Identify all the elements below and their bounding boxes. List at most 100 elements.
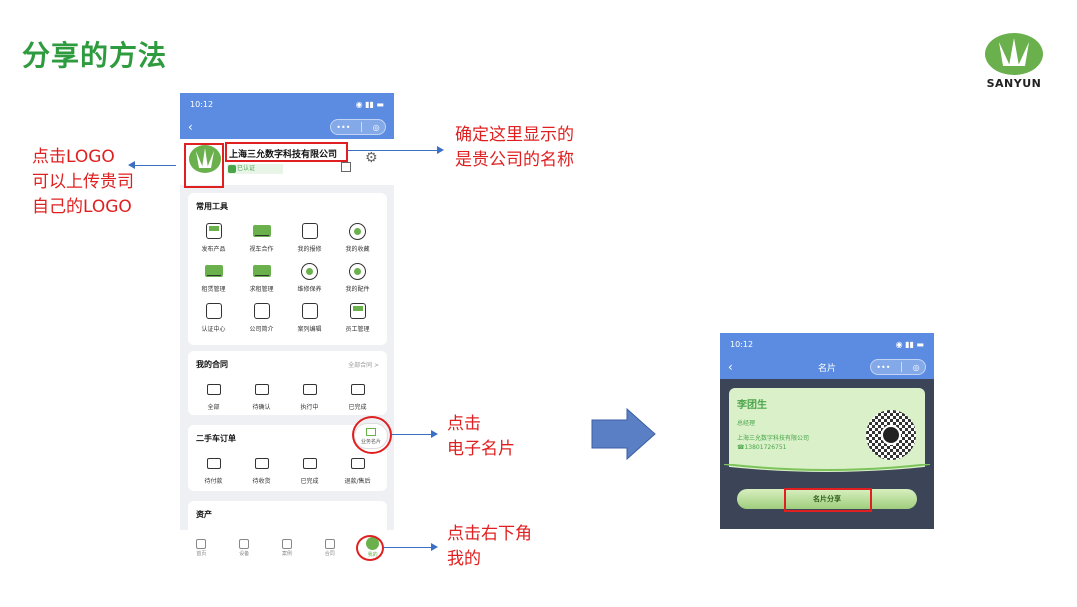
contract-label: 全部 <box>207 404 220 411</box>
tool-rent-request[interactable]: 求租管理 <box>239 261 284 293</box>
miniapp-capsule[interactable]: ••• ◎ <box>330 119 386 135</box>
annotation-company: 确定这里显示的 是贵公司的名称 <box>455 123 574 173</box>
assets-title: 资产 <box>196 510 212 519</box>
contract-label: 执行中 <box>300 404 319 411</box>
company-name: 上海三允数字科技有限公司 <box>229 150 338 160</box>
order-to-receive[interactable]: 待收货 <box>239 453 284 485</box>
order-done[interactable]: 已完成 <box>287 453 332 485</box>
back-icon[interactable]: ‹ <box>728 360 733 374</box>
back-icon[interactable]: ‹ <box>188 120 193 134</box>
tool-rental[interactable]: 租赁管理 <box>191 261 236 293</box>
annotation-line: 是贵公司的名称 <box>455 150 574 170</box>
miniapp-logo-icon <box>881 425 901 445</box>
brand-name: SANYUN <box>986 77 1042 90</box>
more-icon[interactable]: ••• <box>336 122 351 132</box>
nav-bar: ‹ 名片 •••◎ <box>720 355 934 379</box>
close-capsule-icon[interactable]: ◎ <box>912 362 920 372</box>
contracts-title: 我的合同 <box>196 360 228 369</box>
contract-pending[interactable]: 待确认 <box>239 379 284 411</box>
return-icon <box>350 383 365 395</box>
tool-staff[interactable]: 员工管理 <box>335 301 380 333</box>
staff-icon <box>349 303 366 319</box>
arrow-line <box>348 150 438 151</box>
wallet-icon <box>206 383 221 395</box>
contract-all[interactable]: 全部 <box>191 379 236 411</box>
status-time: 10:12 <box>730 339 754 349</box>
business-card-screen: 10:12 ◉ ▮▮ ▬ ‹ 名片 •••◎ 李团生 总经理 上海三允数字科技有… <box>720 333 934 529</box>
home-icon <box>196 538 207 549</box>
sanyun-logo-icon <box>985 33 1043 75</box>
company-profile-icon <box>253 303 270 319</box>
verified-badge: 已认证 <box>227 164 283 174</box>
case-edit-icon <box>301 303 318 319</box>
tool-parts[interactable]: 我的配件 <box>335 261 380 293</box>
contract-in-progress[interactable]: 执行中 <box>287 379 332 411</box>
arrow-line <box>384 547 432 548</box>
all-contracts-link[interactable]: 全部合同 > <box>348 362 379 369</box>
order-label: 待收货 <box>252 478 271 485</box>
share-card-button[interactable]: 名片分享 <box>737 489 917 509</box>
status-icons: ◉ ▮▮ ▬ <box>895 339 924 349</box>
tool-case-edit[interactable]: 案列编辑 <box>287 301 332 333</box>
slide-title: 分享的方法 <box>22 39 168 72</box>
order-unpaid[interactable]: 待付款 <box>191 453 236 485</box>
tool-favorite[interactable]: 我的收藏 <box>335 221 380 253</box>
status-time: 10:12 <box>190 99 214 109</box>
tool-repair[interactable]: 我的报修 <box>287 221 332 253</box>
status-bar: 10:12 ◉ ▮▮ ▬ <box>720 333 934 355</box>
rent-request-icon <box>252 265 271 277</box>
arrow-right-icon <box>437 146 444 154</box>
order-label: 退款/售后 <box>344 478 371 485</box>
more-icon[interactable]: ••• <box>876 362 891 372</box>
card-phone: ☎13801726751 <box>737 444 787 451</box>
tool-label: 我的收藏 <box>345 246 370 253</box>
next-step-arrow-icon <box>591 408 656 460</box>
contract-done[interactable]: 已完成 <box>335 379 380 411</box>
truck-outline-icon <box>254 457 269 469</box>
favorite-icon <box>349 222 366 240</box>
equipment-icon <box>239 538 250 549</box>
annotation-line: 点击 <box>447 414 481 434</box>
tool-label: 租赁管理 <box>201 286 226 293</box>
truck-outline-icon <box>302 383 317 395</box>
tab-cases[interactable]: 案例 <box>269 538 305 557</box>
tool-certification[interactable]: 认证中心 <box>191 301 236 333</box>
orders-title: 二手车订单 <box>196 434 236 443</box>
tool-label: 发布产品 <box>201 246 226 253</box>
tab-label: 设备 <box>239 550 250 557</box>
miniapp-capsule[interactable]: ••• ◎ <box>870 359 926 375</box>
close-capsule-icon[interactable]: ◎ <box>372 122 380 132</box>
gear-icon[interactable]: ⚙ <box>365 150 378 166</box>
arrow-right-icon <box>431 430 438 438</box>
arrow-right-icon <box>431 543 438 551</box>
return-icon <box>350 457 365 469</box>
arrow-left-icon <box>128 161 135 169</box>
annotation-line: 点击右下角 <box>447 524 532 544</box>
repair-report-icon <box>301 223 318 239</box>
company-logo-icon[interactable] <box>188 144 222 174</box>
order-refund[interactable]: 退款/售后 <box>335 453 380 485</box>
tools-title: 常用工具 <box>196 202 228 211</box>
tab-label: 案例 <box>281 550 292 557</box>
annotation-line: 确定这里显示的 <box>455 125 574 145</box>
tool-company-profile[interactable]: 公司简介 <box>239 301 284 333</box>
order-label: 已完成 <box>300 478 319 485</box>
annotation-line: 我的 <box>447 549 481 569</box>
tab-home[interactable]: 首页 <box>183 538 219 557</box>
qr-code-icon[interactable] <box>341 162 351 172</box>
tool-vehicle-coop[interactable]: 视车合作 <box>239 221 284 253</box>
tab-equipment[interactable]: 设备 <box>226 538 262 557</box>
document-icon <box>302 457 317 469</box>
order-label: 待付款 <box>204 478 223 485</box>
arrow-line <box>392 434 432 435</box>
tab-contracts[interactable]: 合同 <box>312 538 348 557</box>
shield-icon <box>228 165 236 173</box>
tool-maintenance[interactable]: 维修保养 <box>287 261 332 293</box>
tool-label: 我的报修 <box>297 246 322 253</box>
annotation-logo: 点击LOGO 可以上传贵司 自己的LOGO <box>32 145 134 220</box>
maintenance-icon <box>301 262 318 280</box>
tab-label: 首页 <box>196 550 207 557</box>
verified-label: 已认证 <box>237 165 256 172</box>
tool-publish[interactable]: 发布产品 <box>191 221 236 253</box>
wallet-icon <box>254 383 269 395</box>
